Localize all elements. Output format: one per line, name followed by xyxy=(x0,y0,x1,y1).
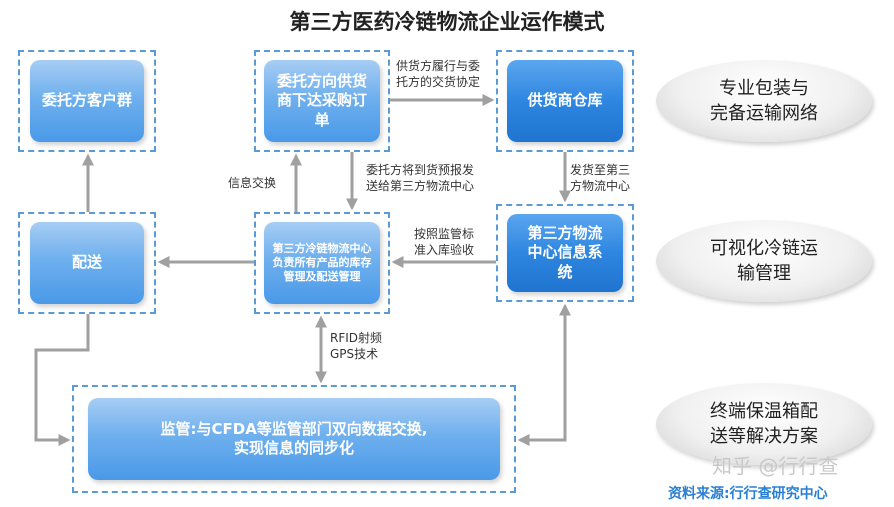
delivery-box: 配送 xyxy=(30,222,144,304)
frame-inventory-mgmt xyxy=(254,212,390,314)
supervision-line-1: 监管:与CFDA等监管部门双向数据交换, xyxy=(160,419,428,438)
arrow-delivery-to-supervision xyxy=(34,314,90,446)
watermark: 知乎 @行行查 xyxy=(712,454,839,478)
supervision-box: 监管:与CFDA等监管部门双向数据交换, 实现信息的同步化 xyxy=(88,398,500,480)
feature-visual-cold-chain: 可视化冷链运输管理 xyxy=(656,220,872,302)
inspect-note: 按照监管标 准入库验收 xyxy=(414,227,475,258)
rfid-gps-note: RFID射频 GPS技术 xyxy=(330,331,383,362)
frame-client-group xyxy=(18,50,156,152)
info-system-box: 第三方物流中心信息系统 xyxy=(507,214,623,292)
frame-delivery xyxy=(18,212,156,314)
info-exchange-note: 信息交换 xyxy=(228,176,277,190)
arrow-info-supervision xyxy=(517,303,571,446)
page-title: 第三方医药冷链物流企业运作模式 xyxy=(289,10,605,34)
inventory-mgmt-box: 第三方冷链物流中心负责所有产品的库存管理及配送管理 xyxy=(264,222,380,304)
supervision-line-2: 实现信息的同步化 xyxy=(233,439,354,457)
source-note: 资料来源:行行查研究中心 xyxy=(668,486,828,502)
supplier-warehouse-box: 供货商仓库 xyxy=(507,60,623,142)
frame-supplier-warehouse xyxy=(496,50,634,152)
feature-terminal-box: 终端保温箱配送等解决方案 xyxy=(656,383,872,465)
supply-agreement-note: 供货方履行与委 托方的交货协定 xyxy=(396,59,481,90)
frame-purchase-order xyxy=(254,50,390,152)
feature-packaging-network: 专业包装与完备运输网络 xyxy=(656,60,872,142)
frame-info-system xyxy=(496,204,634,302)
forecast-note: 委托方将到货预报发 送给第三方物流中心 xyxy=(366,163,475,194)
purchase-order-box: 委托方向供货商下达采购订单 xyxy=(264,60,380,142)
ship-to-note: 发货至第三 方物流中心 xyxy=(570,163,631,194)
client-group-box: 委托方客户群 xyxy=(30,60,144,142)
frame-supervision xyxy=(72,385,516,493)
